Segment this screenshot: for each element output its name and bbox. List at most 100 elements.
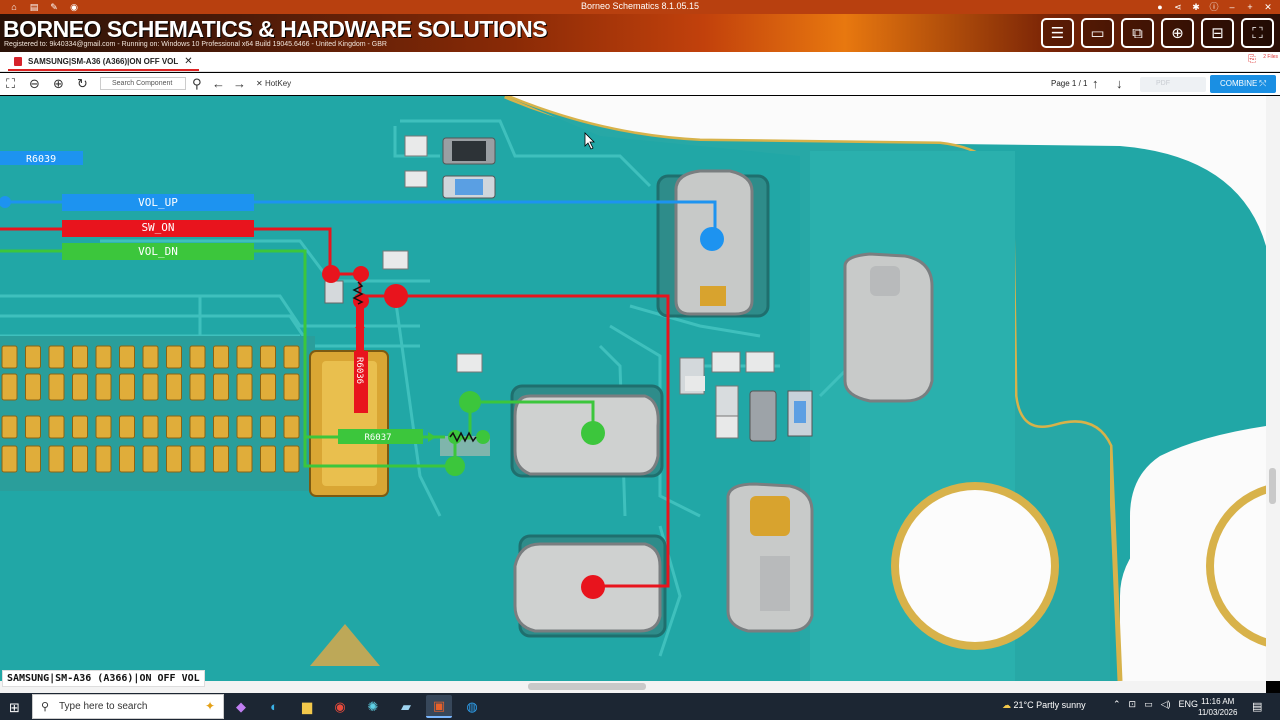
tab-document[interactable]: SAMSUNG|SM-A36 (A366)|ON OFF VOL ✕: [8, 54, 199, 71]
clock[interactable]: 11:16 AM 11/03/2026: [1198, 696, 1237, 718]
layout-icon: ⊟: [1211, 25, 1224, 42]
hotkey-toggle[interactable]: ✕ HotKey: [256, 79, 292, 88]
share-icon[interactable]: ⋖: [1174, 2, 1182, 12]
chevron-up-icon[interactable]: ⌃: [1113, 699, 1121, 709]
edge-icon: ◐: [270, 699, 278, 714]
taskbar-app-chat[interactable]: ◍: [459, 695, 485, 718]
maximize-button[interactable]: +: [1247, 2, 1253, 12]
connector-pin: [213, 445, 229, 473]
back-arrow-icon[interactable]: ←: [212, 76, 225, 91]
forward-arrow-icon[interactable]: →: [233, 76, 246, 91]
page-down-icon[interactable]: ↓: [1116, 76, 1123, 91]
user-icon[interactable]: ●: [1157, 2, 1163, 12]
refresh-icon[interactable]: ↻: [77, 76, 88, 91]
page-up-icon[interactable]: ↑: [1092, 76, 1099, 91]
copilot-icon[interactable]: ✦: [204, 699, 215, 713]
connector-pin: [142, 345, 159, 369]
horizontal-scrollbar[interactable]: [0, 681, 1266, 693]
fit-screen-icon[interactable]: ⛶: [6, 76, 16, 91]
tab-close-button[interactable]: ✕: [184, 56, 193, 67]
vertical-scroll-thumb[interactable]: [1269, 468, 1276, 504]
windows-start-icon[interactable]: ⊞: [9, 700, 20, 715]
label-sw-on-bg: [62, 220, 254, 237]
viewer-toolbar: ⛶ ⊖ ⊕ ↻ Search Component ⚲ ← → ✕ HotKey …: [0, 73, 1280, 95]
close-button[interactable]: ✕: [1264, 2, 1272, 12]
taskbar-search-input[interactable]: ⚲ Type here to search ✦: [32, 694, 224, 719]
connector-pin: [1, 345, 18, 369]
files-icon[interactable]: ⎘: [1248, 54, 1256, 65]
connector-pin: [95, 345, 112, 369]
connector-pin: [95, 415, 112, 439]
weather-widget[interactable]: ☁ 21°C Partly sunny: [1002, 700, 1086, 711]
connector-pin: [236, 445, 253, 473]
zoom-in-icon[interactable]: ⊕: [53, 76, 64, 91]
list-icon: ☰: [1050, 25, 1065, 42]
taskbar-app-copilot[interactable]: ◆: [228, 695, 254, 718]
home-icon[interactable]: ⌂: [11, 2, 17, 12]
connector-pin: [119, 415, 135, 439]
connector-pin: [119, 345, 135, 369]
taskbar-apps: ◆ ◐ ▆ ◉ ✺ ▰ ▣ ◍: [228, 695, 485, 718]
label-vol-up-bg: [62, 194, 254, 211]
zoom-button[interactable]: ⊕: [1161, 18, 1194, 48]
list-button[interactable]: ☰: [1041, 18, 1074, 48]
connector-pin: [166, 415, 182, 439]
taskbar-app-explorer[interactable]: ▆: [294, 695, 320, 718]
taskbar-app-borneo[interactable]: ▣: [426, 695, 452, 718]
network-icon[interactable]: ▭: [1144, 699, 1153, 709]
connector-pin: [283, 415, 300, 439]
info-icon[interactable]: ⓘ: [1209, 2, 1219, 12]
taskbar-app-settings[interactable]: ✺: [360, 695, 386, 718]
connector-pin: [95, 445, 112, 473]
taskbar-search-placeholder: Type here to search: [59, 701, 148, 712]
minimize-button[interactable]: –: [1229, 2, 1235, 12]
browser-icon[interactable]: ◉: [70, 2, 78, 12]
banner-toolbar: ☰ ▭ ⧉ ⊕ ⊟ ⛶: [1041, 18, 1274, 48]
hotkey-label: HotKey: [264, 79, 292, 88]
file-icon[interactable]: ▤: [29, 2, 39, 12]
devices-icon: ⧉: [1132, 24, 1143, 42]
combine-button[interactable]: COMBINE ⤲: [1210, 75, 1276, 93]
connector-pin: [189, 415, 206, 439]
pdf-input[interactable]: PDF: [1140, 77, 1206, 92]
search-component-input[interactable]: Search Component: [100, 77, 186, 90]
connector-pin: [260, 415, 276, 439]
volume-icon[interactable]: ◁): [1160, 699, 1171, 709]
label-vol-dn-bg: [62, 243, 254, 260]
label-vol-dn: VOL_DN: [138, 245, 178, 258]
notifications-icon[interactable]: ▤: [1252, 701, 1263, 713]
expand-button[interactable]: ⛶: [1241, 18, 1274, 48]
notes-icon: ▰: [401, 698, 411, 714]
bluetooth-icon[interactable]: ⊡: [1128, 699, 1137, 709]
connector-pin: [72, 373, 88, 401]
zoom-icon: ⊕: [1171, 25, 1184, 42]
screen-button[interactable]: ▭: [1081, 18, 1114, 48]
taskbar-app-notes[interactable]: ▰: [393, 695, 419, 718]
horizontal-scroll-thumb[interactable]: [528, 683, 646, 690]
note-icon[interactable]: ✎: [50, 2, 58, 12]
board-viewer[interactable]: R6039 VOL_UP SW_ON VOL_DN R6036 R6037: [0, 96, 1266, 681]
zoom-out-icon[interactable]: ⊖: [29, 76, 40, 91]
language-indicator[interactable]: ENG: [1178, 699, 1199, 709]
search-icon[interactable]: ⚲: [192, 76, 202, 91]
components: [324, 135, 813, 456]
connector-pin: [283, 345, 300, 369]
label-r6039: R6039: [26, 154, 56, 165]
files-count: 2 Files: [1263, 54, 1278, 60]
gear-app-icon: ✺: [367, 698, 379, 714]
gear-icon[interactable]: ✱: [1192, 2, 1200, 12]
connector-pin: [142, 373, 159, 401]
borneo-icon: ▣: [432, 697, 446, 713]
taskbar-app-chrome[interactable]: ◉: [327, 695, 353, 718]
taskbar-app-edge[interactable]: ◐: [261, 695, 287, 718]
layout-button[interactable]: ⊟: [1201, 18, 1234, 48]
devices-button[interactable]: ⧉: [1121, 18, 1154, 48]
connector-pin: [236, 373, 253, 401]
connector-pin: [189, 445, 206, 473]
connector-pin: [1, 373, 18, 401]
vertical-scrollbar[interactable]: [1266, 96, 1280, 681]
connector-pin: [189, 373, 206, 401]
connector-pin: [260, 373, 276, 401]
board-image[interactable]: R6039 VOL_UP SW_ON VOL_DN R6036 R6037: [0, 96, 1266, 681]
connector-pin: [260, 445, 276, 473]
